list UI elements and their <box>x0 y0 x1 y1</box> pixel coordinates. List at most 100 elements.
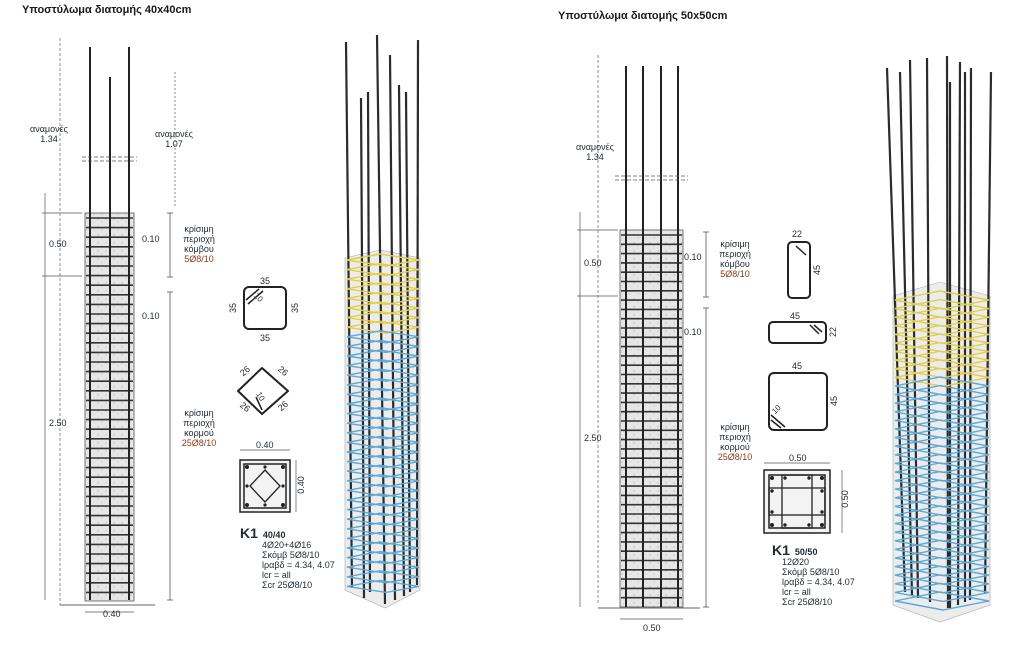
right-dim-010b: 0.10 <box>684 327 702 337</box>
left-spec-bars: 4Ø20+4Ø16 <box>262 540 312 550</box>
cage-stirrup <box>346 570 420 584</box>
cage-stirrup <box>894 488 990 508</box>
cage-stirrup <box>894 367 990 388</box>
cage-rebar <box>375 34 387 605</box>
cage-stirrup <box>894 298 990 319</box>
right-spec-size: 50/50 <box>794 547 818 557</box>
right-stirrup3-top: 45 <box>792 361 803 371</box>
right-spec-snode: Σκόμβ 5Ø8/10 <box>782 567 840 577</box>
cage-rebar <box>359 97 366 599</box>
left-title: Υποστύλωμα διατομής 40x40cm <box>22 4 192 16</box>
left-section-height: 0.40 <box>295 476 306 494</box>
cage-stirrup <box>346 464 420 478</box>
right-dim-010a: 0.10 <box>684 252 702 262</box>
right-section-width: 0.50 <box>789 453 807 463</box>
cage-stirrup <box>346 272 420 286</box>
cage-stirrup <box>894 393 990 413</box>
cage-stirrup <box>346 445 420 459</box>
left-stirrup-square <box>243 286 287 330</box>
right-spec-lrabd: lραβδ = 4.34, 4.07 <box>782 577 855 587</box>
right-stirrup2-right: 22 <box>828 326 839 338</box>
right-stirrup1-top: 22 <box>792 229 803 239</box>
cage-stirrup <box>894 307 990 327</box>
left-elevation <box>42 38 176 613</box>
right-spec-block: K1 50/50 12Ø20 Σκόμβ 5Ø8/10 lραβδ = 4.34… <box>772 543 855 607</box>
cage-stirrup <box>346 330 420 344</box>
cage-stirrup <box>346 531 420 546</box>
cage-stirrup <box>894 419 990 439</box>
right-stirrup2-top: 45 <box>790 311 801 321</box>
cage-stirrup <box>894 341 990 362</box>
cage-stirrup <box>346 522 420 536</box>
cage-stirrup <box>894 522 990 542</box>
cage-stirrup <box>346 397 420 411</box>
cage-stirrup <box>346 502 420 517</box>
cage-stirrup <box>346 339 420 354</box>
cage-stirrup <box>346 378 420 392</box>
left-base-width: 0.40 <box>103 609 121 619</box>
cage-stirrup <box>894 479 990 499</box>
left-spec-size: 40/40 <box>262 530 286 540</box>
left-spec-lcr: lcr = all <box>262 570 291 580</box>
right-stirrup3-right: 45 <box>829 395 840 407</box>
right-stirrup-wide <box>768 321 827 344</box>
cage-stirrup <box>894 591 990 611</box>
left-dim-250: 2.50 <box>49 418 67 428</box>
cage-stirrup <box>346 483 420 498</box>
cage-stirrup <box>346 512 420 526</box>
cage-stirrup <box>894 548 990 568</box>
right-3d-cage <box>885 55 993 623</box>
right-elevation <box>577 55 709 620</box>
cage-stirrup <box>894 376 990 396</box>
left-section-width: 0.40 <box>256 440 274 450</box>
cage-stirrup <box>894 290 990 310</box>
right-stirrup1-right: 45 <box>812 264 823 276</box>
cage-stirrup <box>894 462 990 482</box>
cage-stirrup <box>894 436 990 456</box>
left-cross-section <box>239 449 297 513</box>
cage-stirrup <box>894 574 990 594</box>
cage-stirrup <box>894 505 990 525</box>
cage-stirrup <box>346 579 420 594</box>
left-dim-050: 0.50 <box>49 239 67 249</box>
cage-stirrup <box>894 531 990 551</box>
cage-rebar <box>388 54 397 601</box>
cage-stirrup <box>346 416 420 430</box>
cage-stirrup <box>894 539 990 560</box>
right-title: Υποστύλωμα διατομής 50x50cm <box>558 10 728 22</box>
cage-stirrup <box>894 384 990 405</box>
right-3d-stirrups <box>894 290 990 611</box>
cage-stirrup <box>346 406 420 421</box>
cage-stirrup <box>346 368 420 382</box>
right-dim-050: 0.50 <box>584 258 602 268</box>
left-spec-block: K1 40/40 4Ø20+4Ø16 Σκόμβ 5Ø8/10 lραβδ = … <box>240 525 335 590</box>
cage-stirrup <box>894 402 990 422</box>
right-section-height: 0.50 <box>839 490 850 508</box>
cage-stirrup <box>894 470 990 491</box>
right-stirrups <box>621 234 682 599</box>
left-spec-snode: Σκόμβ 5Ø8/10 <box>262 550 320 560</box>
cage-stirrup <box>346 541 420 555</box>
left-spec-code: K1 <box>240 525 258 541</box>
cage-stirrup <box>894 565 990 585</box>
cage-stirrup <box>346 435 420 450</box>
cage-stirrup <box>894 324 990 345</box>
right-base-width: 0.50 <box>643 623 661 633</box>
cage-stirrup <box>346 358 420 373</box>
right-spec-bars: 12Ø20 <box>782 557 810 567</box>
cage-rebar <box>344 41 354 589</box>
cage-stirrup <box>894 359 990 379</box>
left-spec-lrabd: lραβδ = 4.34, 4.07 <box>262 560 335 570</box>
left-stirrup1-right: 35 <box>290 302 301 314</box>
cage-stirrup <box>346 560 420 574</box>
cage-stirrup <box>346 493 420 507</box>
cage-stirrup <box>346 387 420 402</box>
cage-stirrup <box>346 301 420 315</box>
cage-stirrup <box>346 310 420 325</box>
